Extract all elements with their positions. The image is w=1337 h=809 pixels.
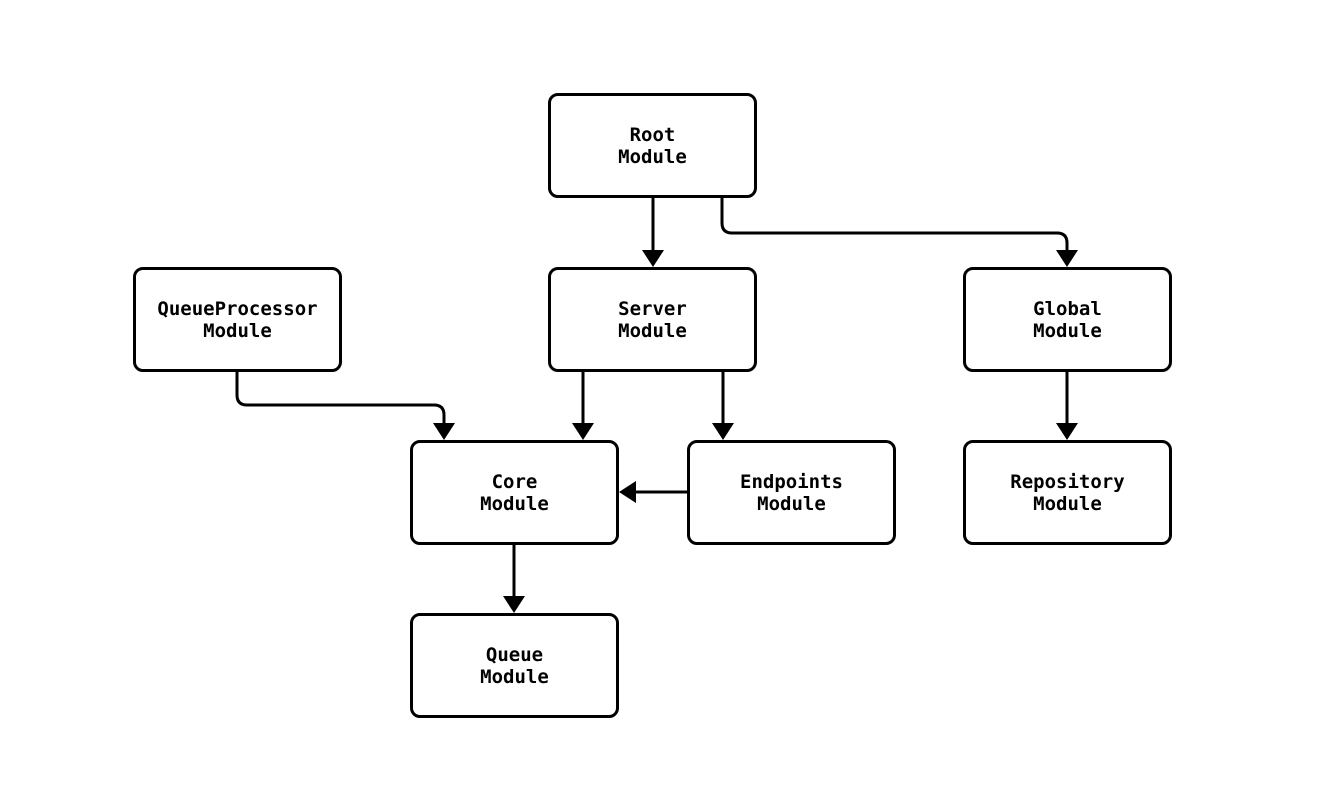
node-global-label-line: Global (1033, 297, 1102, 320)
arrowhead-server-to-endpoints (712, 423, 734, 440)
node-endpoints-label-line: Endpoints (740, 470, 843, 493)
node-queue-processor-label-line: QueueProcessor (157, 297, 318, 320)
node-repository-label-line: Repository (1010, 470, 1125, 493)
arrowhead-core-to-queue (503, 596, 525, 613)
node-root-label-line: Module (618, 145, 687, 168)
arrowhead-endpoints-to-core (619, 481, 636, 503)
node-queue-label-line: Queue (485, 643, 544, 666)
arrowhead-root-to-global (1056, 250, 1078, 267)
arrowhead-server-to-core (572, 423, 594, 440)
node-global-label-line: Module (1033, 319, 1102, 342)
edge-queueprocessor-to-core (235, 372, 446, 427)
node-repository-label-line: Module (1033, 492, 1102, 515)
node-root-label-line: Root (629, 123, 676, 146)
node-endpoints-label-line: Module (757, 492, 826, 515)
node-server-label-line: Module (618, 319, 687, 342)
arrowhead-root-to-server (642, 250, 664, 267)
node-core-label-line: Core (491, 470, 538, 493)
arrowhead-global-to-repository (1056, 423, 1078, 440)
arrowhead-queueprocessor-to-core (433, 423, 455, 440)
edge-root-to-global (720, 198, 1069, 254)
node-queue-label-line: Module (480, 665, 549, 688)
node-server-label-line: Server (618, 297, 687, 320)
node-core-label-line: Module (480, 492, 549, 515)
node-queue-processor-label-line: Module (203, 319, 272, 342)
